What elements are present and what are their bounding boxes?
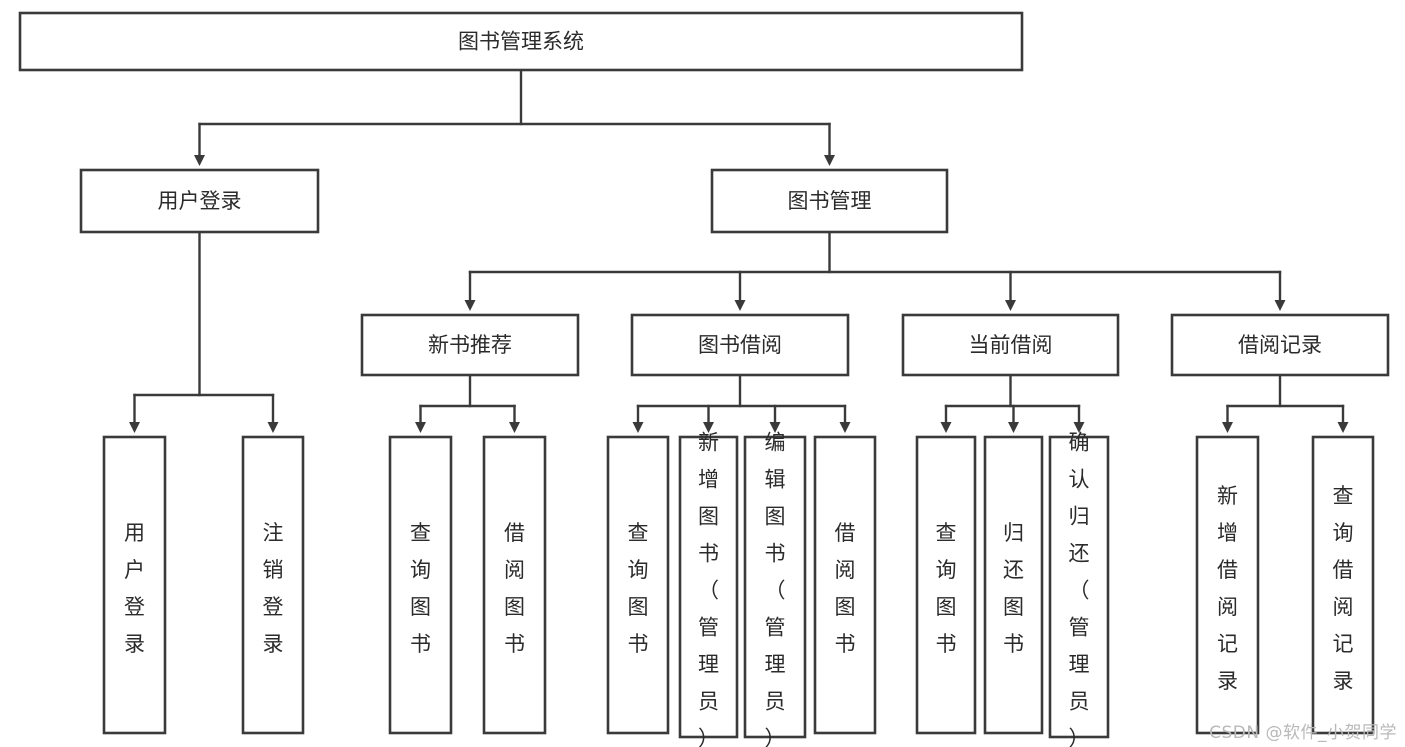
node-box[interactable] bbox=[388, 435, 453, 735]
node-box[interactable] bbox=[901, 313, 1120, 377]
node-label: 新书推荐 bbox=[428, 333, 512, 357]
node-label: 新增借阅记录 bbox=[1217, 484, 1238, 693]
connector-group-root bbox=[194, 68, 835, 166]
node-label: 查询借阅记录 bbox=[1333, 484, 1354, 693]
node-box[interactable] bbox=[630, 313, 850, 377]
node-leaf-query-record[interactable]: 查询借阅记录 bbox=[1311, 435, 1375, 735]
node-box[interactable] bbox=[915, 435, 977, 735]
node-label: 借阅记录 bbox=[1238, 333, 1322, 357]
node-box[interactable] bbox=[1048, 435, 1110, 739]
connector-group-user-login bbox=[129, 230, 279, 433]
node-label: 当前借阅 bbox=[969, 333, 1053, 357]
node-box[interactable] bbox=[241, 435, 305, 735]
node-leaf-borrow-book-1[interactable]: 借阅图书 bbox=[482, 435, 547, 735]
node-box[interactable] bbox=[1170, 313, 1390, 377]
node-borrow-record[interactable]: 借阅记录 bbox=[1170, 313, 1390, 377]
node-label: 查询图书 bbox=[410, 521, 431, 656]
edge-layer bbox=[129, 68, 1349, 433]
node-box[interactable] bbox=[983, 435, 1044, 735]
node-leaf-query-book-1[interactable]: 查询图书 bbox=[388, 435, 453, 735]
node-box[interactable] bbox=[360, 313, 580, 377]
connector-group-new-book-recommend bbox=[415, 373, 520, 433]
node-label: 确认归还（管理员） bbox=[1069, 430, 1090, 747]
node-leaf-add-book[interactable]: 新增图书（管理员） bbox=[678, 430, 739, 747]
node-book-manage[interactable]: 图书管理 bbox=[710, 168, 949, 234]
node-label: 借阅图书 bbox=[835, 521, 856, 656]
node-user-login[interactable]: 用户登录 bbox=[79, 168, 320, 234]
node-leaf-query-book-3[interactable]: 查询图书 bbox=[915, 435, 977, 735]
node-leaf-user-login[interactable]: 用户登录 bbox=[102, 435, 167, 735]
node-box[interactable] bbox=[102, 435, 167, 735]
connector-group-book-manage bbox=[464, 230, 1286, 311]
node-leaf-confirm-return[interactable]: 确认归还（管理员） bbox=[1048, 430, 1110, 747]
node-book-borrow[interactable]: 图书借阅 bbox=[630, 313, 850, 377]
node-box[interactable] bbox=[18, 11, 1024, 72]
node-leaf-borrow-book-2[interactable]: 借阅图书 bbox=[813, 435, 877, 735]
node-label: 编辑图书（管理员） bbox=[765, 430, 786, 747]
node-box[interactable] bbox=[1311, 435, 1375, 735]
connector-group-borrow-record bbox=[1222, 373, 1349, 433]
watermark-credit: CSDN @软件_小贺同学 bbox=[1209, 723, 1397, 743]
node-box[interactable] bbox=[79, 168, 320, 234]
node-root[interactable]: 图书管理系统 bbox=[18, 11, 1024, 72]
node-label: 新增图书（管理员） bbox=[698, 430, 719, 747]
node-label: 归还图书 bbox=[1003, 521, 1024, 656]
node-label: 查询图书 bbox=[936, 521, 957, 656]
node-label: 图书借阅 bbox=[698, 333, 782, 357]
node-box[interactable] bbox=[743, 435, 807, 739]
node-box[interactable] bbox=[813, 435, 877, 735]
node-leaf-return-book[interactable]: 归还图书 bbox=[983, 435, 1044, 735]
node-box[interactable] bbox=[710, 168, 949, 234]
node-label: 图书管理系统 bbox=[458, 30, 584, 54]
node-label: 借阅图书 bbox=[504, 521, 525, 656]
node-label: 图书管理 bbox=[788, 189, 872, 213]
node-current-borrow[interactable]: 当前借阅 bbox=[901, 313, 1120, 377]
node-label: 查询图书 bbox=[628, 521, 649, 656]
node-box[interactable] bbox=[606, 435, 670, 735]
node-new-book-recommend[interactable]: 新书推荐 bbox=[360, 313, 580, 377]
node-box[interactable] bbox=[1195, 435, 1260, 735]
node-leaf-user-logout[interactable]: 注销登录 bbox=[241, 435, 305, 735]
node-box[interactable] bbox=[678, 435, 739, 739]
connector-group-book-borrow bbox=[632, 373, 851, 433]
node-label: 用户登录 bbox=[158, 189, 242, 213]
node-layer: 图书管理系统用户登录图书管理新书推荐图书借阅当前借阅借阅记录用户登录注销登录查询… bbox=[18, 11, 1390, 747]
connector-group-current-borrow bbox=[940, 373, 1085, 433]
node-label: 用户登录 bbox=[124, 521, 145, 656]
node-leaf-add-record[interactable]: 新增借阅记录 bbox=[1195, 435, 1260, 735]
node-leaf-edit-book[interactable]: 编辑图书（管理员） bbox=[743, 430, 807, 747]
node-box[interactable] bbox=[482, 435, 547, 735]
node-label: 注销登录 bbox=[263, 521, 284, 656]
node-leaf-query-book-2[interactable]: 查询图书 bbox=[606, 435, 670, 735]
